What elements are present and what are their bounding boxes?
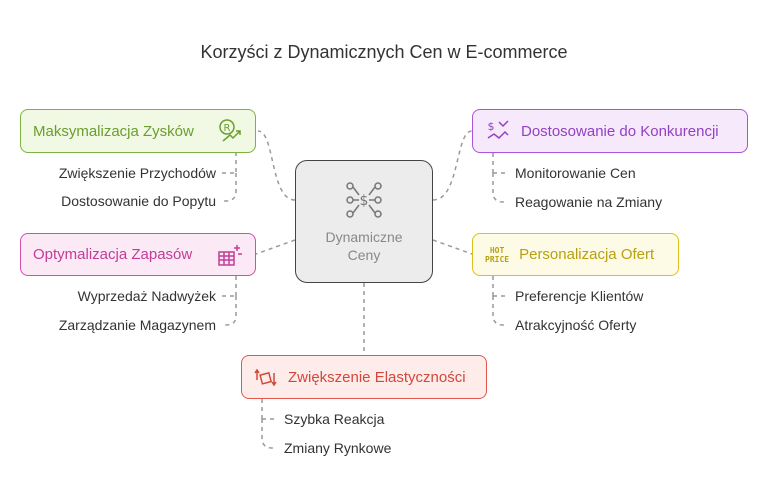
center-label-line2: Ceny [347, 246, 381, 263]
branch-personalization-label: Personalizacja Ofert [519, 246, 655, 263]
flexibility-item-2: Zmiany Rynkowe [284, 440, 392, 456]
branch-flexibility[interactable]: Zwiększenie Elastyczności [241, 355, 487, 399]
connector-inventory [255, 239, 296, 255]
store-icon [217, 242, 243, 268]
svg-text:$: $ [488, 120, 495, 133]
competition-item-1: Monitorowanie Cen [515, 165, 636, 181]
connector-competition-items [492, 153, 507, 203]
connector-flexibility-items [261, 399, 276, 449]
connector-competition [432, 130, 473, 201]
branch-profit[interactable]: Maksymalizacja Zysków R [20, 109, 256, 153]
inventory-item-2: Zarządzanie Magazynem [58, 317, 216, 333]
network-icon: $ [344, 180, 384, 220]
coin-growth-icon: R [217, 118, 243, 144]
branch-inventory-label: Optymalizacja Zapasów [33, 246, 193, 263]
branch-competition-label: Dostosowanie do Konkurencji [521, 122, 719, 140]
branch-personalization[interactable]: HOT PRICE Personalizacja Ofert [472, 233, 679, 276]
branch-inventory[interactable]: Optymalizacja Zapasów [20, 233, 256, 276]
hot-price-icon-line1: HOT [489, 245, 505, 255]
svg-text:$: $ [360, 193, 369, 209]
hot-price-icon-line2: PRICE [485, 254, 510, 264]
branch-flexibility-label: Zwiększenie Elastyczności [288, 368, 466, 386]
competition-item-2: Reagowanie na Zmiany [515, 194, 663, 210]
connector-personalization [432, 239, 473, 255]
connector-profit [257, 130, 296, 201]
inventory-item-1: Wyprzedaż Nadwyżek [77, 288, 216, 304]
branch-profit-label: Maksymalizacja Zysków [33, 122, 194, 140]
personalization-item-1: Preferencje Klientów [515, 288, 644, 304]
price-change-icon: $ [485, 118, 511, 144]
connector-inventory-items [222, 276, 237, 326]
hot-price-icon: HOT PRICE [485, 246, 509, 264]
flexibility-item-1: Szybka Reakcja [284, 411, 385, 427]
flexibility-icon [254, 365, 278, 389]
branch-competition[interactable]: $ Dostosowanie do Konkurencji [472, 109, 748, 153]
center-node: $ Dynamiczne Ceny [295, 160, 433, 283]
profit-item-1: Zwiększenie Przychodów [58, 165, 216, 181]
connector-personalization-items [492, 276, 507, 326]
diagram-title: Korzyści z Dynamicznych Cen w E-commerce [200, 42, 568, 62]
profit-item-2: Dostosowanie do Popytu [61, 193, 216, 209]
svg-text:R: R [224, 123, 231, 134]
personalization-item-2: Atrakcyjność Oferty [515, 317, 637, 333]
connector-profit-items [222, 152, 237, 202]
center-label-line1: Dynamiczne [325, 228, 403, 245]
